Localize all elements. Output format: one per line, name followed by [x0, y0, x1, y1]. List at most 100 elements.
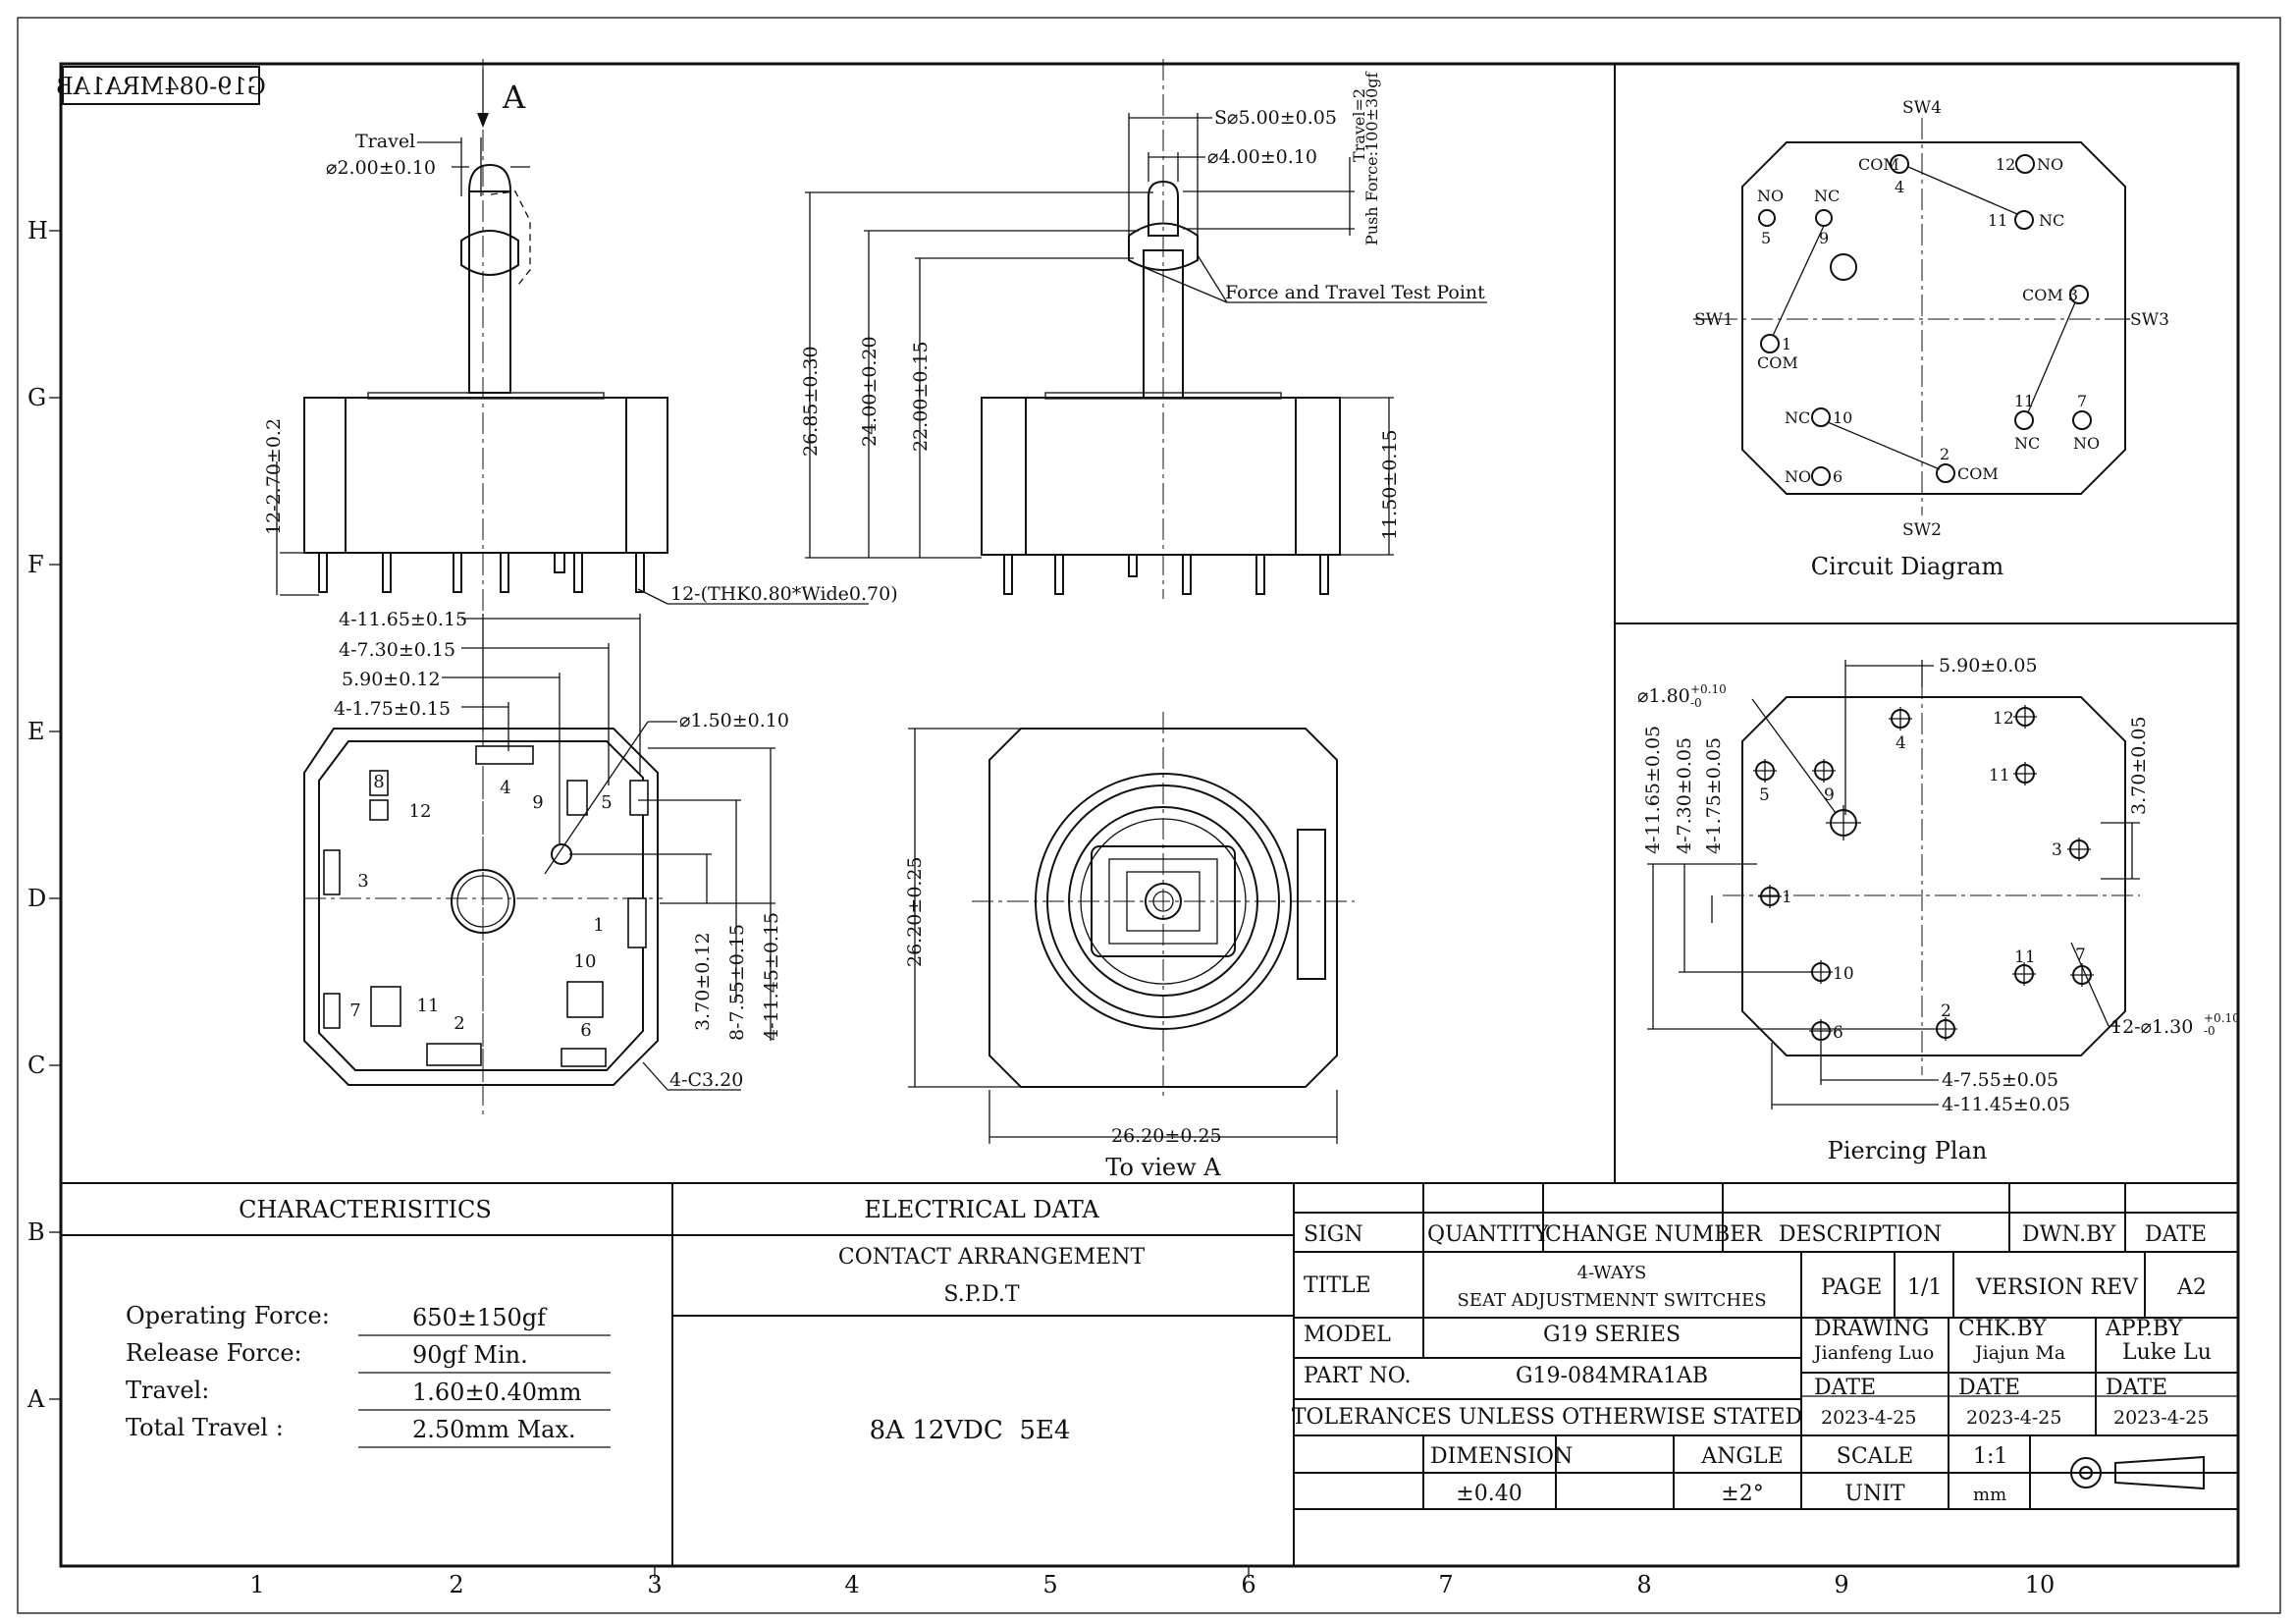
svg-text:9: 9: [1824, 785, 1835, 805]
stem-dia-label: ⌀2.00±0.10: [326, 157, 436, 179]
dim-730: 4-7.30±0.15: [339, 639, 455, 661]
svg-text:VERSION REV: VERSION REV: [1975, 1275, 2139, 1300]
svg-text:NC: NC: [1785, 408, 1810, 427]
svg-text:NC: NC: [2014, 434, 2040, 453]
svg-text:2023-4-25: 2023-4-25: [1821, 1407, 1916, 1429]
svg-text:7: 7: [349, 1001, 360, 1021]
col-9: 9: [1834, 1571, 1848, 1598]
svg-text:ANGLE: ANGLE: [1700, 1444, 1783, 1469]
sw4-label: SW4: [1902, 98, 1942, 118]
projection-symbol-icon: [2061, 1455, 2209, 1490]
pp-dia180: ⌀1.80: [1637, 685, 1690, 707]
push-force-label: Push Force:100±30gf: [1362, 71, 1381, 245]
characteristics-panel: CHARACTERISITICS Operating Force: 650±15…: [61, 1183, 1294, 1566]
total-travel-label: Total Travel :: [126, 1414, 284, 1441]
circuit-diagram: SW4 SW2 SW1 SW3 COM 4: [1693, 98, 2169, 580]
row-e: E: [27, 718, 45, 745]
svg-text:NO: NO: [2073, 434, 2100, 453]
svg-text:2023-4-25: 2023-4-25: [1966, 1407, 2061, 1429]
svg-text:G19-084MRA1AB: G19-084MRA1AB: [1516, 1364, 1708, 1388]
to-view-a-label: To view A: [1105, 1154, 1221, 1181]
travel-spec-label: Travel=2: [1350, 88, 1368, 162]
sw1-label: SW1: [1694, 310, 1734, 330]
svg-text:10: 10: [1833, 408, 1852, 427]
svg-text:mm: mm: [1973, 1485, 2006, 1505]
svg-text:COM: COM: [1757, 353, 1798, 372]
svg-text:DATE: DATE: [1814, 1376, 1876, 1400]
svg-text:COM: COM: [1957, 464, 1999, 483]
svg-text:11: 11: [1989, 766, 2010, 785]
svg-text:QUANTITY: QUANTITY: [1427, 1222, 1549, 1247]
svg-text:-0: -0: [1690, 696, 1702, 710]
tip-dia-label: ⌀4.00±0.10: [1207, 146, 1317, 168]
row-g: G: [27, 384, 46, 411]
travel-value: 1.60±0.40mm: [412, 1379, 582, 1406]
pp-590: 5.90±0.05: [1939, 655, 2038, 676]
height-2-label: 24.00±0.20: [859, 336, 881, 447]
view-a-marker: A: [502, 79, 526, 116]
svg-text:UNIT: UNIT: [1844, 1482, 1904, 1506]
release-force-value: 90gf Min.: [412, 1341, 528, 1369]
col-6: 6: [1241, 1571, 1255, 1598]
svg-text:Jiajun Ma: Jiajun Ma: [1973, 1342, 2065, 1364]
pin-size-label: 12-(THK0.80*Wide0.70): [670, 583, 898, 605]
sw2-label: SW2: [1902, 520, 1942, 540]
height-1-label: 26.85±0.30: [800, 346, 822, 457]
svg-text:2023-4-25: 2023-4-25: [2113, 1407, 2209, 1429]
pin-numbers: 1 2 3 4 5 6 7 8 9 10 11 12: [349, 772, 612, 1041]
svg-text:6: 6: [1833, 467, 1842, 486]
svg-text:TOLERANCES UNLESS OTHERWISE ST: TOLERANCES UNLESS OTHERWISE STATED: [1292, 1405, 1802, 1430]
svg-text:7: 7: [2075, 946, 2086, 965]
svg-text:-0: -0: [2204, 1024, 2216, 1038]
travel-label-char: Travel:: [126, 1377, 209, 1404]
svg-text:+0.10: +0.10: [1690, 682, 1727, 696]
svg-text:2: 2: [454, 1013, 464, 1034]
electrical-header: ELECTRICAL DATA: [864, 1196, 1099, 1223]
col-5: 5: [1042, 1571, 1057, 1598]
svg-text:DIMENSION: DIMENSION: [1430, 1444, 1573, 1469]
svg-text:12: 12: [1993, 709, 2014, 729]
svg-text:11: 11: [1988, 211, 2007, 230]
top-width-label: 26.20±0.25: [1111, 1125, 1222, 1147]
border-frame: [17, 17, 2281, 1614]
svg-text:PAGE: PAGE: [1821, 1275, 1882, 1300]
svg-text:4: 4: [1896, 733, 1906, 753]
svg-text:DRAWING: DRAWING: [1814, 1317, 1929, 1341]
svg-text:G19 SERIES: G19 SERIES: [1543, 1323, 1681, 1347]
svg-text:9: 9: [1819, 229, 1829, 247]
row-c: C: [27, 1052, 45, 1079]
svg-text:APP.BY: APP.BY: [2105, 1317, 2183, 1341]
svg-text:4: 4: [500, 778, 510, 798]
circuit-title: Circuit Diagram: [1811, 553, 2004, 580]
pp-175: 4-1.75±0.05: [1703, 737, 1725, 854]
pp-1165: 4-11.65±0.05: [1642, 726, 1664, 854]
travel-label: Travel: [355, 131, 415, 152]
col-10: 10: [2025, 1571, 2056, 1598]
svg-text:MODEL: MODEL: [1304, 1323, 1391, 1347]
svg-text:1: 1: [593, 915, 604, 936]
dim-v-370: 3.70±0.12: [692, 932, 714, 1031]
col-3: 3: [647, 1571, 662, 1598]
column-markers: 1 2 3 4 5 6 7 8 9 10: [249, 1566, 2055, 1598]
row-f: F: [27, 551, 44, 578]
svg-text:COM: COM: [1858, 155, 1899, 174]
svg-text:CHK.BY: CHK.BY: [1958, 1317, 2047, 1341]
hole-dia-label: ⌀1.50±0.10: [679, 710, 789, 731]
svg-text:8: 8: [373, 772, 384, 792]
pin-height-label: 12-2.70±0.2: [263, 418, 285, 535]
sw3-label: SW3: [2130, 310, 2169, 330]
svg-text:DATE: DATE: [2145, 1222, 2207, 1247]
svg-text:1: 1: [1782, 888, 1792, 907]
svg-text:11: 11: [417, 996, 440, 1016]
svg-text:NC: NC: [2039, 211, 2064, 230]
drawing-code-box: G19-084MRA1AB: [56, 66, 266, 105]
pp-755: 4-7.55±0.05: [1942, 1069, 2058, 1091]
svg-text:10: 10: [574, 951, 597, 972]
dim-590: 5.90±0.12: [342, 669, 441, 690]
row-d: D: [27, 885, 46, 912]
col-8: 8: [1636, 1571, 1651, 1598]
col-7: 7: [1438, 1571, 1453, 1598]
svg-text:4-WAYS: 4-WAYS: [1577, 1263, 1647, 1283]
svg-text:NO: NO: [1757, 187, 1784, 205]
svg-text:DATE: DATE: [2106, 1376, 2167, 1400]
